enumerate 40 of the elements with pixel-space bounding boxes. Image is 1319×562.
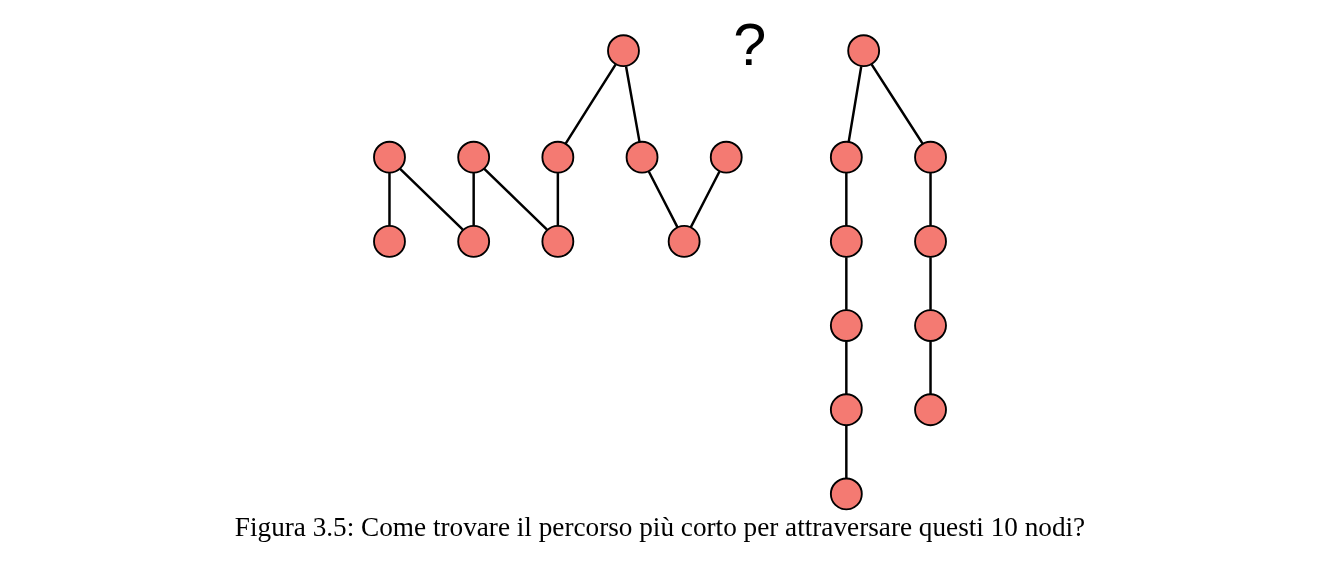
node-circle [829,224,863,258]
node-circle [913,309,947,342]
node-circle [913,393,947,427]
connector [387,173,391,226]
connector [556,173,559,226]
connector [398,167,464,231]
node-circle [606,34,640,68]
connector [928,341,932,395]
connector [624,66,641,142]
node-circle [667,224,701,258]
node-circle [456,224,490,258]
connector [844,425,848,479]
node-circle [846,34,880,68]
connector [928,257,932,310]
node-circle [625,140,658,174]
connector [844,341,848,395]
node-circle [829,309,863,342]
connector [689,171,721,228]
caption: Figura 3.5: Come trovare il percorso più corto per attraversare questi 10 nodi? [234,512,1085,543]
node-circle [913,140,947,174]
node-circle [829,393,863,427]
connector [564,63,617,145]
node-circle [913,224,947,258]
connector [844,173,848,226]
connector [482,167,548,231]
node-circle [829,140,863,174]
connector [847,66,862,142]
node-circle [372,140,406,174]
connector [870,63,924,145]
node-circle [829,477,863,511]
node-circle [372,224,406,258]
node-circle [540,140,574,174]
node-circle [709,140,743,174]
node-circle [540,224,574,258]
label: ? [732,11,766,79]
connector [471,173,475,226]
connector [647,171,679,228]
node-circle [456,140,490,174]
connector [844,257,848,310]
connector [928,173,932,226]
